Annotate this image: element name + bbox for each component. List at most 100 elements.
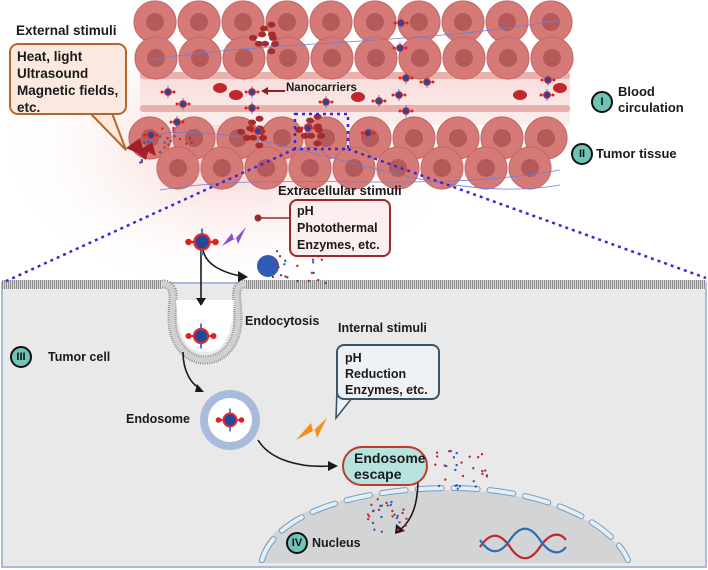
tissue-fiber xyxy=(149,131,561,190)
lightning-icon xyxy=(126,138,156,160)
lightning-icon xyxy=(296,418,327,440)
drug-particle xyxy=(311,258,315,262)
drug-particle xyxy=(184,142,188,146)
internal-stimuli-title: Internal stimuli xyxy=(338,321,427,335)
drug-particle xyxy=(275,250,279,253)
nanocarrier xyxy=(143,129,159,141)
drug-particle xyxy=(324,281,327,285)
external-stimuli-box: Heat, light Ultrasound Magnetic fields, … xyxy=(9,43,127,115)
drug-particle xyxy=(316,278,320,282)
red-blood-cell xyxy=(237,128,246,135)
drug-particle xyxy=(455,451,458,455)
tumor-cell xyxy=(420,146,464,190)
stage-label-line: Blood xyxy=(618,84,655,99)
drug-particle xyxy=(380,530,384,533)
red-blood-cell xyxy=(267,21,276,28)
drug-particle xyxy=(190,141,193,145)
nanocarrier xyxy=(185,323,217,349)
drug-particle xyxy=(460,461,463,464)
released-drug-particles xyxy=(139,126,489,533)
drug-particle xyxy=(172,126,175,130)
nanocarrier xyxy=(371,95,387,107)
red-blood-cell xyxy=(259,134,268,141)
drug-particle xyxy=(167,143,170,146)
nanocarrier xyxy=(185,228,219,256)
tumor-cell xyxy=(486,36,530,80)
drug-particle xyxy=(404,524,408,527)
tumor-cell xyxy=(397,0,441,44)
drug-particle xyxy=(485,475,489,478)
drug-particle xyxy=(366,513,370,516)
lightning-icon xyxy=(222,227,246,246)
drug-particle xyxy=(454,484,457,487)
red-blood-cell xyxy=(300,132,309,139)
nanocarriers-label: Nanocarriers xyxy=(286,82,357,94)
tumor-cell xyxy=(310,36,354,80)
tumor-cell xyxy=(508,146,552,190)
red-blood-cell xyxy=(260,25,269,32)
external-stimulus-item: Magnetic fields, xyxy=(17,83,119,98)
nanocarrier xyxy=(300,122,316,134)
red-blood-cell xyxy=(513,90,527,100)
drug-particle xyxy=(461,474,465,478)
red-blood-cell xyxy=(553,83,567,93)
drug-particle xyxy=(401,511,404,515)
drug-particle xyxy=(405,517,408,521)
tumor-cell xyxy=(221,0,265,44)
tumor-cell xyxy=(485,0,529,44)
stage-badge-ii: II xyxy=(571,143,593,165)
tissue-fiber xyxy=(149,19,561,61)
external-stimulus-item: Ultrasound xyxy=(17,66,89,81)
drug-particle xyxy=(391,515,394,518)
red-blood-cell xyxy=(313,113,322,120)
drug-particle xyxy=(458,485,462,488)
red-blood-cell xyxy=(267,31,276,38)
drug-particle xyxy=(377,508,381,512)
red-blood-cell xyxy=(249,34,258,41)
nanocarrier xyxy=(539,89,555,101)
drug-particle xyxy=(371,521,375,525)
tumor-cell xyxy=(332,146,376,190)
drug-particle xyxy=(435,455,439,458)
nanocarrier xyxy=(392,42,408,54)
drug-particle xyxy=(379,504,382,508)
drug-particle xyxy=(402,529,405,532)
drug-particle xyxy=(149,141,153,144)
red-blood-cell xyxy=(229,90,243,100)
drug-particle xyxy=(284,275,287,278)
endosome-escape-line: Endosome xyxy=(354,450,426,466)
drug-particle xyxy=(271,261,275,265)
drug-particle xyxy=(444,478,447,481)
dna-icon xyxy=(479,527,567,560)
nanocarriers xyxy=(143,17,556,432)
drug-particle xyxy=(443,464,446,467)
stage-label-nucleus: Nucleus xyxy=(312,536,361,550)
tumor-cell xyxy=(288,146,332,190)
drug-particle xyxy=(366,517,370,521)
red-blood-cell xyxy=(213,83,227,93)
drug-particle xyxy=(452,456,456,459)
drug-particle xyxy=(367,515,371,518)
drug-particle xyxy=(140,160,144,164)
red-blood-cell xyxy=(258,31,267,38)
nanocarriers-pointer-line xyxy=(263,90,285,92)
tumor-cell xyxy=(265,0,309,44)
tumor-cell xyxy=(134,36,178,80)
drug-particle xyxy=(372,509,375,512)
tumor-cell xyxy=(441,0,485,44)
drug-particle xyxy=(169,139,172,143)
drug-particle xyxy=(376,498,379,501)
tumor-cell xyxy=(177,0,221,44)
drug-particle xyxy=(393,513,396,516)
red-blood-cell xyxy=(307,132,316,139)
drug-particle xyxy=(278,255,282,258)
drug-particle xyxy=(472,480,475,483)
nanocarrier xyxy=(398,105,414,117)
tumor-cell xyxy=(376,146,420,190)
internal-stimuli-box: pH Reduction Enzymes, etc. xyxy=(336,344,440,400)
drug-particle xyxy=(484,469,487,472)
drug-particle xyxy=(390,500,393,504)
drug-particle xyxy=(454,468,457,472)
drug-particle xyxy=(391,509,394,513)
endosome-escape-box: Endosome escape xyxy=(342,446,428,486)
